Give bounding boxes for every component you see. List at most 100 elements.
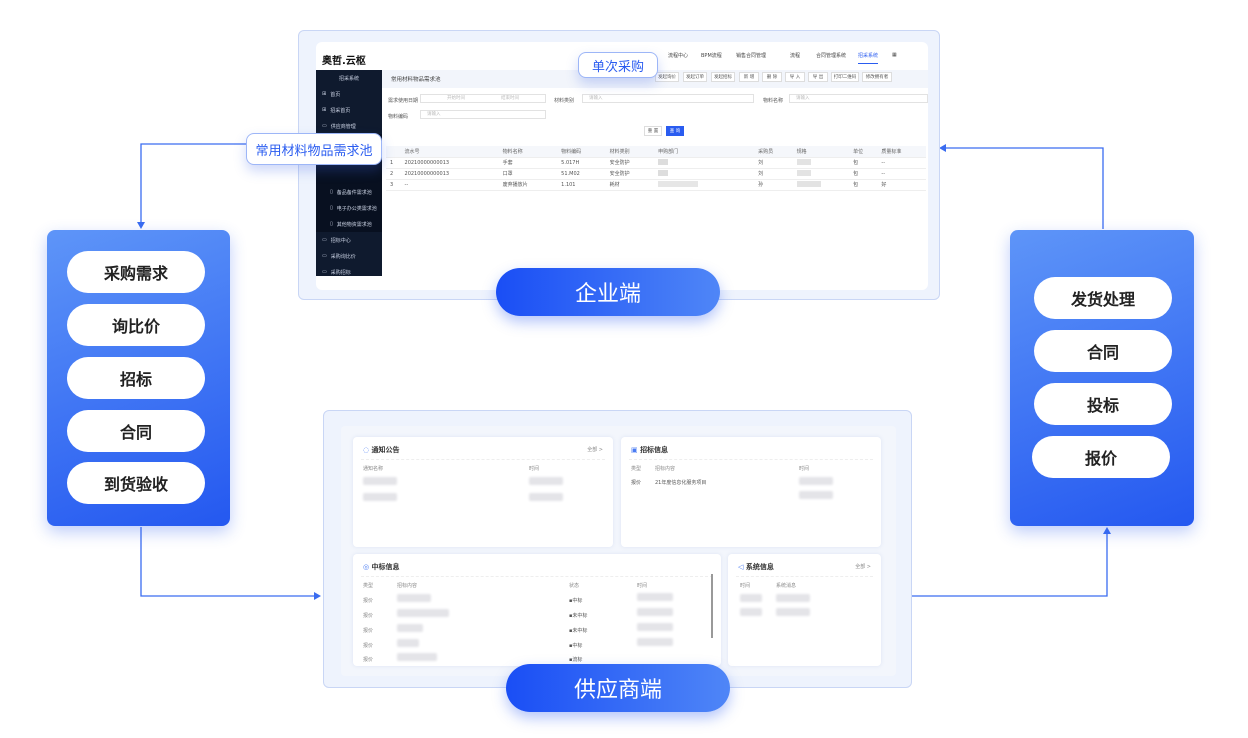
redacted — [397, 609, 449, 617]
redacted — [740, 608, 762, 616]
tender-title: ▣ 招标信息 — [631, 445, 668, 455]
cell: -- — [400, 179, 499, 191]
divider — [361, 576, 713, 577]
status: ▪流标 — [569, 657, 583, 663]
col: 采购员 — [754, 146, 793, 158]
folder-icon: ▭ — [322, 269, 327, 275]
callout-demand-pool: 常用材料物品需求池 — [246, 133, 382, 165]
scrollbar[interactable] — [711, 574, 713, 638]
table-header: 流水号物料名称物料编码材料类别申购部门采购员规格单位质量标准 — [386, 146, 926, 158]
nav-item[interactable]: 流程中心 — [668, 53, 689, 59]
redacted — [799, 491, 833, 499]
search-button[interactable]: 查 询 — [666, 126, 684, 136]
nav-item[interactable]: BPM流程 — [701, 53, 722, 59]
toolbar-button[interactable]: 新 增 — [739, 72, 759, 82]
toolbar-button[interactable]: 打印二维码 — [831, 72, 859, 82]
cell: 废弃播放片 — [498, 179, 558, 191]
toolbar-button[interactable]: 导 入 — [785, 72, 805, 82]
cell: 1.101 — [557, 179, 606, 191]
col: 类型 — [631, 466, 642, 472]
redacted — [740, 594, 762, 602]
enterprise-frame: 奥哲.云枢 流程中心 BPM流程 销售合同管理 流程 合同管理系统 招采系统 ▦… — [298, 30, 940, 300]
file-icon: ▯ — [330, 221, 333, 227]
cell: 报价 — [363, 598, 374, 604]
cell: 包 — [849, 179, 878, 191]
sidebar-item[interactable]: ⊞招采首页 — [316, 102, 382, 118]
material-code-input[interactable]: 请输入 — [420, 110, 546, 119]
sidebar-subitem[interactable]: ▯电子办公类需求池 — [316, 200, 382, 216]
cell: 报价 — [363, 657, 374, 663]
date-range-input[interactable]: 开始时间结束时间 — [420, 94, 546, 103]
nav-item-active[interactable]: 招采系统 — [858, 52, 879, 64]
cell: 3 — [386, 179, 401, 191]
sidebar-subitem[interactable]: ▯其他物资需求池 — [316, 216, 382, 232]
reset-button[interactable]: 重 置 — [644, 126, 662, 136]
folder-icon: ▭ — [322, 123, 327, 129]
nav-item[interactable]: 销售合同管理 — [736, 53, 767, 59]
sidebar-item[interactable]: ▭供应商管理 — [316, 118, 382, 134]
redacted — [776, 608, 810, 616]
col: 通知名称 — [363, 466, 384, 472]
status: ▪未中标 — [569, 628, 588, 634]
cell: 刘 — [754, 157, 793, 169]
sidebar-subitem[interactable]: ▯备品备件需求池 — [316, 184, 382, 200]
redacted — [397, 594, 431, 602]
col: 材料类别 — [605, 146, 655, 158]
see-all-link[interactable]: 全部 > — [855, 564, 871, 570]
tree-icon: ⊞ — [322, 107, 327, 113]
award-icon: ◎ — [363, 563, 370, 571]
nav-item[interactable]: 流程 — [790, 53, 801, 59]
redacted — [397, 653, 437, 661]
arrowhead — [939, 144, 946, 152]
col: 时间 — [799, 466, 810, 472]
redacted — [637, 608, 673, 616]
redacted — [637, 623, 673, 631]
divider — [736, 576, 873, 577]
step-shipping: 发货处理 — [1034, 277, 1172, 319]
toolbar-button[interactable]: 修改拥有者 — [862, 72, 892, 82]
status-text: 未中标 — [572, 613, 588, 619]
system-title: ◁ 系统信息 — [738, 562, 774, 572]
apps-icon[interactable]: ▦ — [892, 52, 897, 58]
toolbar-button[interactable]: 删 除 — [762, 72, 782, 82]
label: 电子办公类需求池 — [336, 205, 377, 212]
notice-title: ◌ 通知公告 — [363, 445, 400, 455]
col: 招标内容 — [655, 466, 676, 472]
file-icon: ▯ — [330, 205, 333, 211]
toolbar-button[interactable]: 发起招标 — [711, 72, 735, 82]
cell: 报价 — [363, 628, 374, 634]
cell: 耗材 — [605, 179, 655, 191]
col: 招标内容 — [397, 583, 418, 589]
sidebar-item[interactable]: ▭采购询比价 — [316, 248, 382, 264]
arrowhead — [314, 592, 321, 600]
page-title: 常用材料物品需求池 — [391, 77, 441, 83]
material-type-input[interactable]: 请输入 — [582, 94, 754, 103]
nav-item[interactable]: 合同管理系统 — [816, 53, 847, 59]
toolbar-button[interactable]: 发起订单 — [683, 72, 707, 82]
see-all-link[interactable]: 全部 > — [587, 447, 603, 453]
folder-icon: ▭ — [322, 237, 327, 243]
cell: 安全防护 — [605, 168, 655, 180]
col: 时间 — [529, 466, 540, 472]
redacted — [529, 493, 563, 501]
toolbar-button[interactable]: 导 出 — [808, 72, 828, 82]
sidebar-item[interactable]: ▭招标中心 — [316, 232, 382, 248]
step-bid: 投标 — [1034, 383, 1172, 425]
col: 流水号 — [400, 146, 499, 158]
material-name-input[interactable]: 请输入 — [789, 94, 928, 103]
col: 物料名称 — [498, 146, 558, 158]
sidebar-item[interactable]: ⊞首页 — [316, 86, 382, 102]
sidebar-item[interactable]: ▭采购招标 — [316, 264, 382, 280]
filter-label: 需求使用日期 — [388, 98, 419, 104]
cell[interactable]: 21年度信息化服务项目 — [655, 480, 707, 486]
redacted — [637, 593, 673, 601]
cell: 报价 — [631, 480, 642, 486]
folder-icon: ▭ — [322, 253, 327, 259]
arrow-pool-to-left — [140, 143, 248, 224]
toolbar-button[interactable]: 发起询价 — [655, 72, 679, 82]
redacted — [776, 594, 810, 602]
